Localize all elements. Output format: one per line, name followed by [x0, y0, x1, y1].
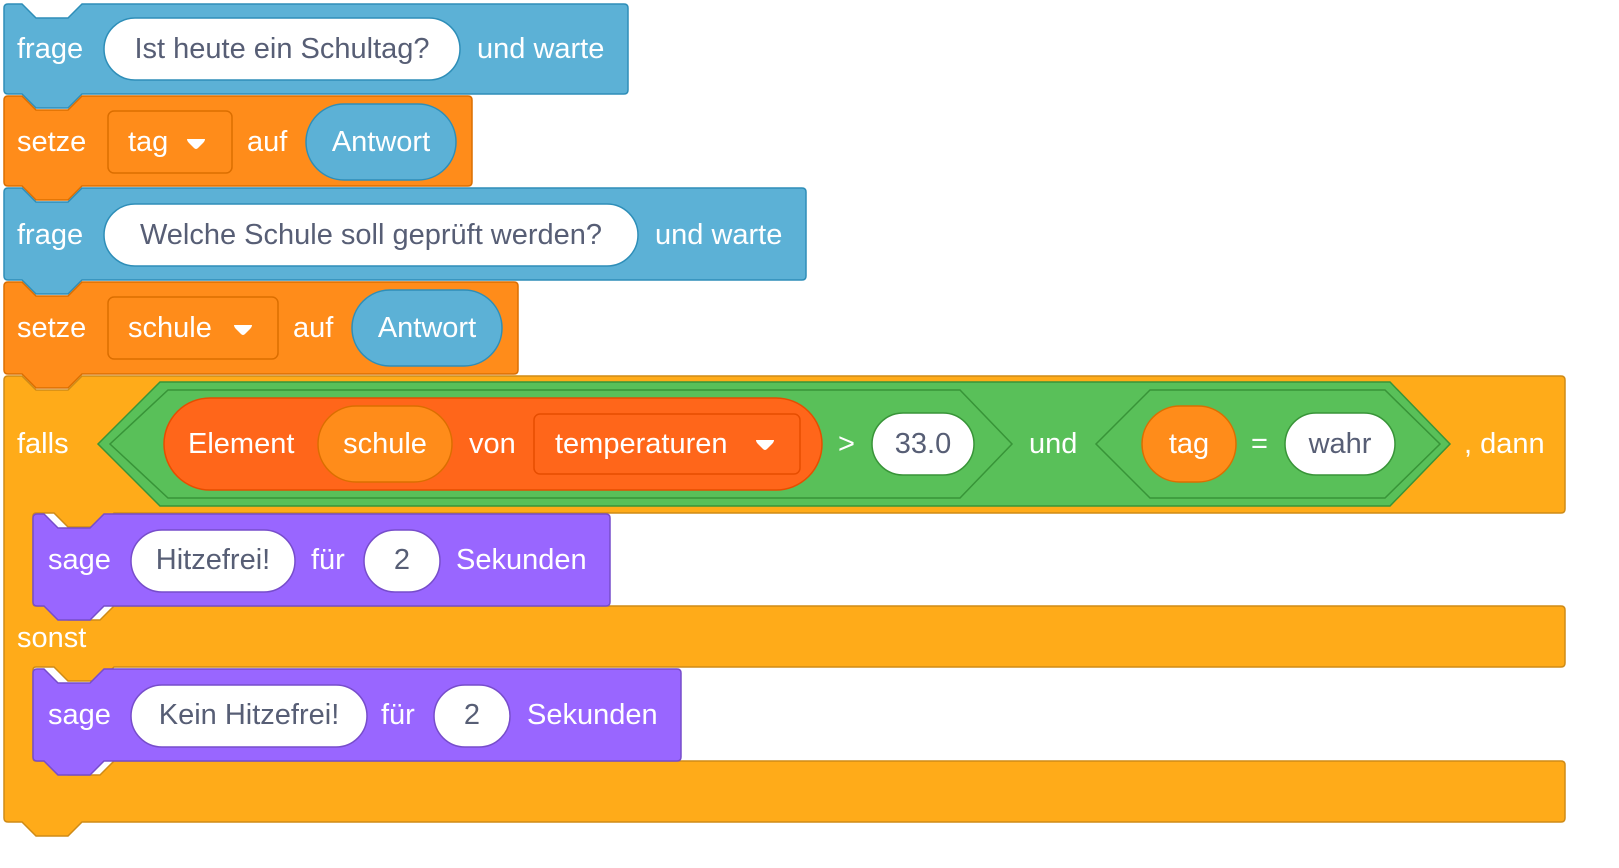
- seconds-label: Sekunden: [456, 544, 587, 576]
- equals-value[interactable]: wahr: [1308, 428, 1372, 460]
- say-seconds[interactable]: 2: [393, 544, 411, 576]
- item-label: Element: [188, 428, 295, 460]
- tag-variable-reporter[interactable]: [1141, 405, 1237, 483]
- say-message-input-1[interactable]: [130, 529, 296, 593]
- ask-input-1[interactable]: [103, 17, 461, 81]
- greater-than-operator: >: [838, 428, 855, 460]
- say-message[interactable]: Kein Hitzefrei!: [158, 699, 340, 731]
- for-label: für: [381, 699, 415, 731]
- say-seconds[interactable]: 2: [463, 699, 481, 731]
- item-variable[interactable]: schule: [343, 428, 427, 460]
- threshold-input[interactable]: [871, 412, 975, 476]
- and-wait-label: und warte: [477, 33, 605, 65]
- say-message[interactable]: Hitzefrei!: [155, 544, 271, 576]
- ask-label: frage: [17, 219, 84, 251]
- ask-input-2[interactable]: [103, 203, 639, 267]
- to-label: auf: [293, 312, 334, 344]
- variable-name[interactable]: schule: [128, 312, 212, 344]
- and-wait-label: und warte: [655, 219, 783, 251]
- ask-label: frage: [17, 33, 84, 65]
- variable-name[interactable]: tag: [128, 126, 169, 158]
- threshold-value[interactable]: 33.0: [894, 428, 952, 460]
- answer-reporter-1[interactable]: [305, 103, 457, 181]
- if-label: falls: [17, 428, 69, 460]
- say-message-input-2[interactable]: [130, 684, 368, 748]
- variable-dropdown-schule[interactable]: [107, 296, 279, 360]
- ask-input-text[interactable]: Ist heute ein Schultag?: [134, 33, 430, 65]
- ask-input-text[interactable]: Welche Schule soll geprüft werden?: [139, 219, 603, 251]
- say-seconds-input-1[interactable]: [363, 529, 441, 593]
- say-seconds-input-2[interactable]: [433, 684, 511, 748]
- list-dropdown-temperaturen[interactable]: [533, 413, 801, 475]
- schule-variable-reporter[interactable]: [317, 405, 453, 483]
- variable-dropdown-tag[interactable]: [107, 110, 233, 174]
- and-label: und: [1029, 428, 1078, 460]
- answer-reporter-2[interactable]: [351, 289, 503, 367]
- dropdown-arrow-icon: [234, 325, 252, 335]
- set-label: setze: [17, 312, 87, 344]
- equals-value-input[interactable]: [1284, 412, 1396, 476]
- for-label: für: [311, 544, 345, 576]
- of-label: von: [469, 428, 516, 460]
- seconds-label: Sekunden: [527, 699, 658, 731]
- then-label: , dann: [1464, 428, 1545, 460]
- dropdown-arrow-icon: [756, 440, 774, 450]
- equals-operator: =: [1251, 428, 1268, 460]
- answer-label[interactable]: Antwort: [377, 312, 477, 344]
- set-label: setze: [17, 126, 87, 158]
- dropdown-arrow-icon: [187, 139, 205, 149]
- list-name[interactable]: temperaturen: [555, 428, 728, 460]
- say-label: sage: [48, 544, 111, 576]
- else-label: sonst: [17, 622, 87, 654]
- say-label: sage: [48, 699, 111, 731]
- tag-variable[interactable]: tag: [1168, 428, 1210, 460]
- to-label: auf: [247, 126, 288, 158]
- answer-label[interactable]: Antwort: [331, 126, 431, 158]
